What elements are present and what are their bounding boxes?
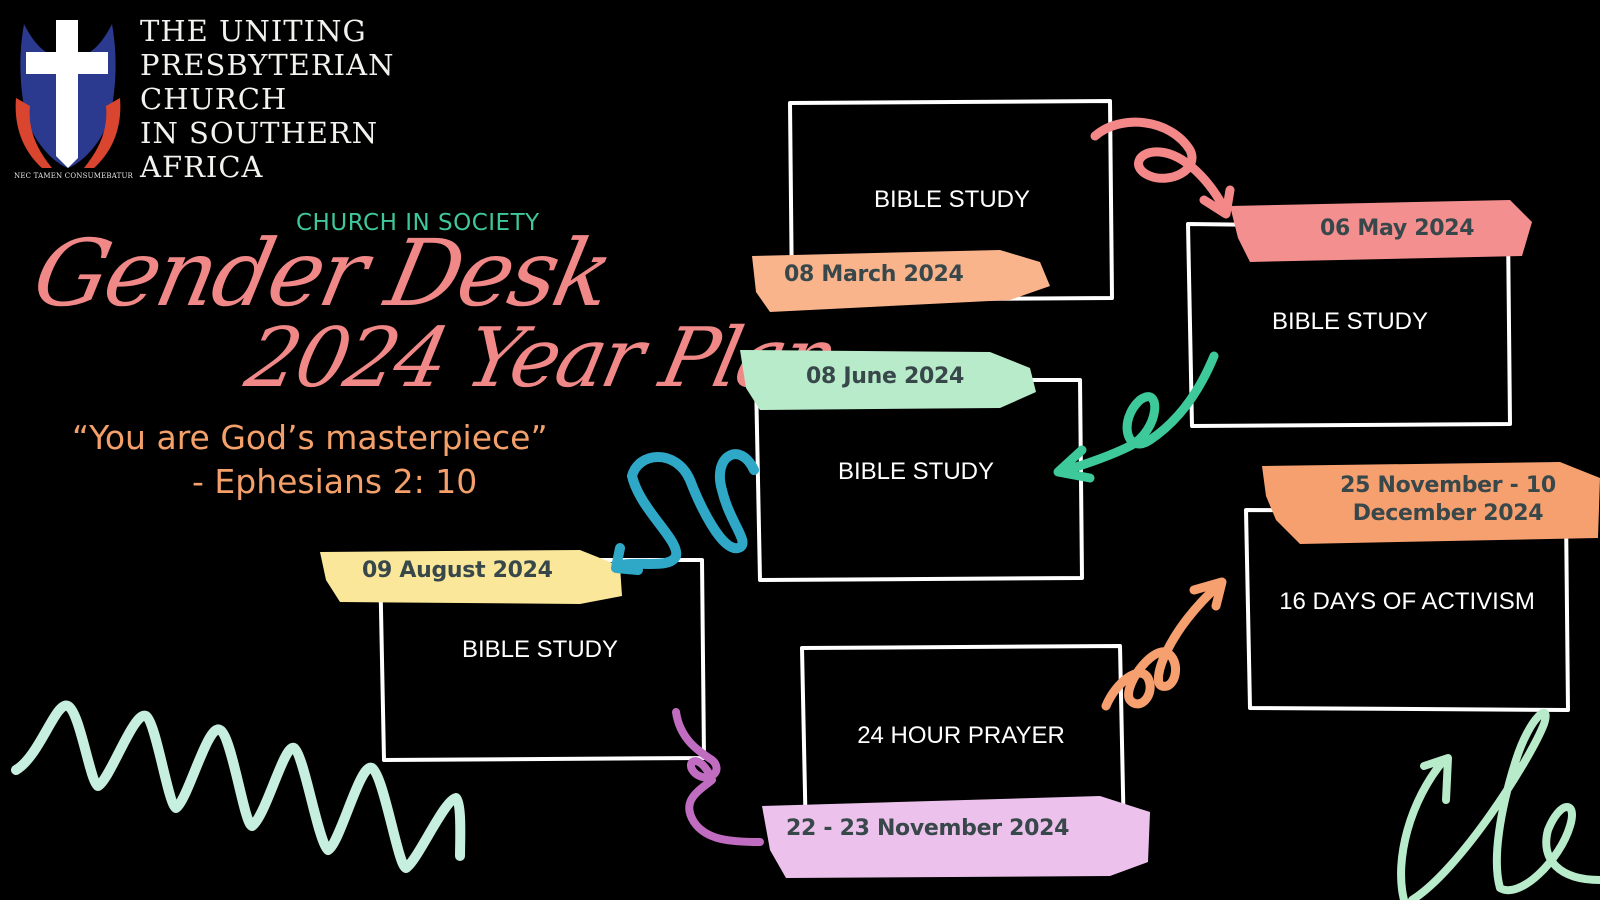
event-date: 06 May 2024	[1320, 216, 1475, 241]
org-name-line: IN SOUTHERN	[140, 116, 379, 150]
orange-loop-arrow-icon	[1101, 577, 1227, 711]
scripture-quote: “You are God’s masterpiece”	[72, 418, 548, 457]
event-date: 22 - 23 November 2024	[786, 816, 1070, 841]
event-date-line: December 2024	[1352, 501, 1544, 526]
mint-zigzag-icon	[11, 700, 466, 873]
blue-squiggle-arrow-icon	[611, 449, 759, 575]
purple-curl-icon	[672, 708, 764, 846]
page-title-year-plan: 2024 Year Plan	[238, 311, 844, 406]
event-label: BIBLE STUDY	[873, 186, 1031, 213]
mint-cursive-arrow-icon	[1397, 708, 1600, 900]
event-label: BIBLE STUDY	[461, 636, 619, 663]
event-label: 16 DAYS OF ACTIVISM	[1279, 588, 1535, 615]
church-logo-icon	[15, 20, 121, 168]
page-title: Gender Desk	[24, 220, 620, 327]
event-date-line: 25 November - 10	[1340, 473, 1556, 498]
event-date: 25 November - 10 December 2024	[1318, 472, 1578, 528]
event-label: BIBLE STUDY	[837, 458, 995, 485]
event-label: 24 HOUR PRAYER	[857, 722, 1065, 749]
org-name-line: AFRICA	[140, 150, 264, 184]
org-name-line: THE UNITING	[140, 14, 367, 48]
scripture-reference: - Ephesians 2: 10	[192, 462, 478, 501]
green-loop-arrow-icon	[1053, 351, 1219, 483]
subtitle: CHURCH IN SOCIETY	[296, 210, 540, 236]
event-label: BIBLE STUDY	[1271, 308, 1429, 335]
org-name-line: PRESBYTERIAN	[140, 48, 395, 82]
organization-name: THE UNITING PRESBYTERIAN CHURCH IN SOUTH…	[140, 14, 394, 184]
org-name-line: CHURCH	[140, 82, 288, 116]
organization-motto: NEC TAMEN CONSUMEBATUR	[14, 172, 134, 180]
event-date: 08 June 2024	[806, 364, 964, 389]
event-date: 09 August 2024	[362, 558, 553, 583]
event-date: 08 March 2024	[784, 262, 964, 287]
pink-loop-arrow-icon	[1090, 117, 1235, 219]
